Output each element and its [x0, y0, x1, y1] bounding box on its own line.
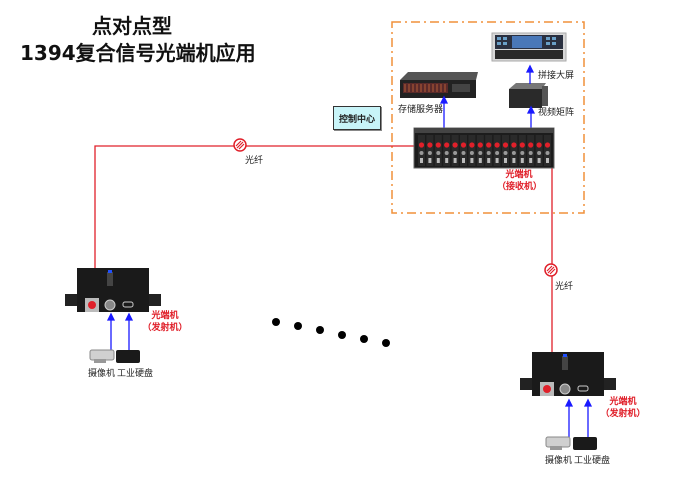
signal-arrow	[564, 398, 593, 437]
receiver-label-line2: （接收机）	[497, 182, 543, 192]
industrial-disk-image	[116, 350, 140, 363]
receiver-module-slot	[451, 135, 459, 166]
industrial-disk-label: 工业硬盘	[117, 369, 154, 379]
receiver-module-slot	[476, 135, 484, 166]
camera-image	[545, 436, 571, 450]
video-matrix-label: 视频矩阵	[538, 108, 575, 118]
storage-server-label: 存储服务器	[398, 105, 444, 115]
industrial-disk-image	[573, 437, 597, 450]
camera-label: 摄像机	[545, 456, 573, 466]
fiber-icon	[544, 263, 558, 277]
diagram-title-line2: 1394复合信号光端机应用	[20, 41, 256, 65]
video-wall-label: 拼接大屏	[538, 71, 575, 81]
diagram-title-line1: 点对点型	[92, 14, 172, 38]
receiver-module-slot	[468, 135, 476, 166]
signal-arrow	[525, 64, 535, 84]
receiver-module-slot	[443, 135, 451, 166]
video-matrix-image	[509, 83, 548, 108]
receiver-module-slot	[418, 135, 425, 166]
signal-arrow	[526, 105, 536, 128]
video-wall-image	[491, 32, 567, 62]
fiber-label: 光纤	[555, 282, 574, 292]
transmitter-label-line2: （发射机）	[142, 323, 188, 333]
transmitter-label-line2: （发射机）	[600, 409, 646, 419]
transmitter-label: 光端机 （发射机）	[598, 396, 648, 420]
camera-image	[89, 349, 115, 363]
receiver-rack-image	[413, 127, 555, 169]
receiver-module-slot	[485, 135, 493, 166]
receiver-module-slot	[493, 135, 501, 166]
receiver-module-slot	[502, 135, 509, 166]
industrial-disk-label: 工业硬盘	[574, 456, 611, 466]
receiver-label-line1: 光端机	[505, 170, 533, 180]
receiver-module-slot	[544, 135, 551, 166]
signal-arrow	[439, 95, 449, 128]
more-devices-ellipsis	[272, 318, 390, 347]
control-center-label: 控制中心	[333, 106, 381, 130]
transmitter-label: 光端机 （发射机）	[140, 310, 190, 334]
transmitter-device-image	[65, 268, 161, 312]
receiver-module-slot	[535, 135, 543, 166]
receiver-module-slot	[434, 135, 442, 166]
control-center-boundary	[391, 21, 585, 214]
receiver-module-slot	[518, 135, 526, 166]
transmitter-device-image	[520, 352, 616, 396]
transmitter-label-line1: 光端机	[151, 311, 179, 321]
fiber-icon	[233, 138, 247, 152]
receiver-module-slot	[460, 135, 467, 166]
fiber-line-left	[94, 145, 418, 306]
camera-label: 摄像机	[88, 369, 116, 379]
receiver-module-slot	[426, 135, 434, 166]
receiver-module-slot	[510, 135, 518, 166]
receiver-module-slot	[527, 135, 535, 166]
transmitter-label-line1: 光端机	[609, 397, 637, 407]
signal-arrow	[106, 312, 134, 350]
fiber-label: 光纤	[245, 156, 264, 166]
storage-server-image	[400, 72, 478, 98]
receiver-label: 光端机 （接收机）	[497, 169, 543, 193]
